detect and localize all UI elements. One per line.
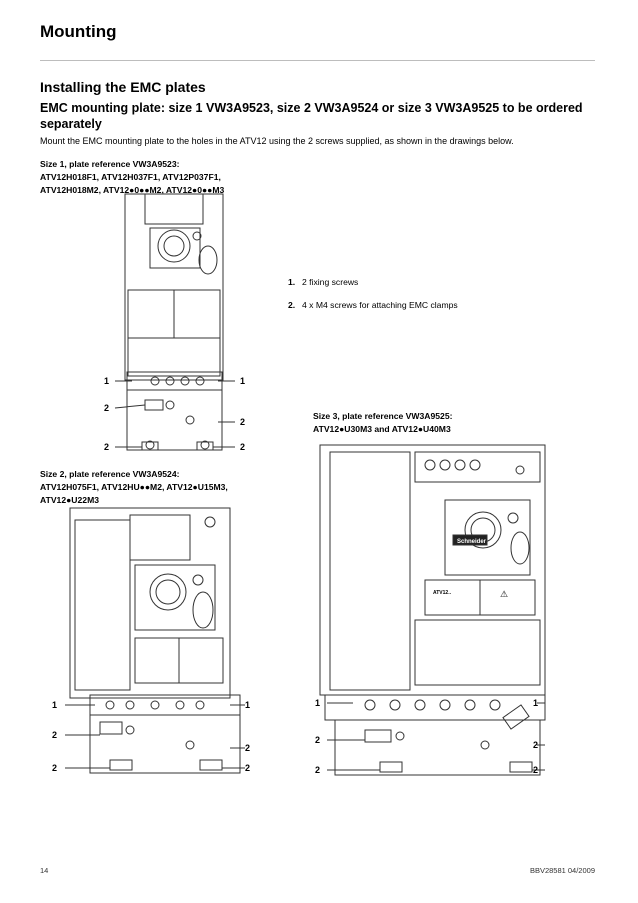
size2-caption-line: ATV12●U22M3 (40, 495, 100, 505)
size2-caption-line: ATV12H075F1, ATV12HU●●M2, ATV12●U15M3, (40, 482, 228, 492)
size1-drawing: 1 1 2 2 2 2 (104, 193, 245, 452)
callout-1: 1 (245, 700, 250, 710)
callout-2: 2 (315, 735, 320, 745)
size2-caption-line: Size 2, plate reference VW3A9524: (40, 469, 180, 479)
callout-2: 2 (245, 743, 250, 753)
legend-text: 4 x M4 screws for attaching EMC clamps (302, 300, 458, 310)
callout-2: 2 (315, 765, 320, 775)
size1-caption-line: Size 1, plate reference VW3A9523: (40, 159, 180, 169)
legend-item: 2. 4 x M4 screws for attaching EMC clamps (288, 300, 458, 310)
page-number: 14 (40, 866, 49, 875)
size3-caption-line: ATV12●U30M3 and ATV12●U40M3 (313, 424, 451, 434)
size1-caption-line: ATV12H018M2, ATV12●0●●M2, ATV12●0●●M3 (40, 185, 225, 195)
callout-2: 2 (240, 417, 245, 427)
size2-drawing: 1 1 2 2 2 2 (52, 507, 250, 774)
warning-icon: ⚠ (500, 589, 508, 599)
callout-1: 1 (533, 698, 538, 708)
callout-2: 2 (104, 442, 109, 452)
callout-2: 2 (533, 740, 538, 750)
intro-text: Mount the EMC mounting plate to the hole… (40, 136, 514, 146)
callout-2: 2 (240, 442, 245, 452)
callout-1: 1 (52, 700, 57, 710)
callout-2: 2 (104, 403, 109, 413)
legend: 1. 2 fixing screws 2. 4 x M4 screws for at… (288, 277, 458, 310)
size1-caption-line: ATV12H018F1, ATV12H037F1, ATV12P037F1, (40, 172, 221, 182)
section-subtitle: EMC mounting plate: size 1 VW3A9523, siz… (40, 101, 583, 131)
legend-num: 1. (288, 277, 296, 287)
size3-caption-line: Size 3, plate reference VW3A9525: (313, 411, 453, 421)
legend-item: 1. 2 fixing screws (288, 277, 458, 287)
callout-2: 2 (52, 730, 57, 740)
callout-2: 2 (52, 763, 57, 773)
model-label: ATV12.. (433, 590, 452, 596)
legend-text: 2 fixing screws (302, 277, 359, 287)
size3-drawing: Schneider ATV12.. ⚠ 1 1 2 2 2 2 (315, 444, 546, 776)
callout-2: 2 (533, 765, 538, 775)
callout-1: 1 (104, 376, 109, 386)
section-title: Installing the EMC plates (40, 79, 206, 95)
callout-1: 1 (240, 376, 245, 386)
brand-label: Schneider (457, 539, 487, 545)
size1-caption: Size 1, plate reference VW3A9523: ATV12H… (40, 158, 224, 197)
header-divider (40, 60, 595, 61)
size3-caption: Size 3, plate reference VW3A9525: ATV12●… (313, 410, 452, 436)
page-title: Mounting (40, 22, 117, 41)
callout-2: 2 (245, 763, 250, 773)
document-reference: BBV28581 04/2009 (529, 866, 595, 875)
callout-1: 1 (315, 698, 320, 708)
legend-num: 2. (288, 300, 296, 310)
size2-caption: Size 2, plate reference VW3A9524: ATV12H… (40, 468, 228, 507)
